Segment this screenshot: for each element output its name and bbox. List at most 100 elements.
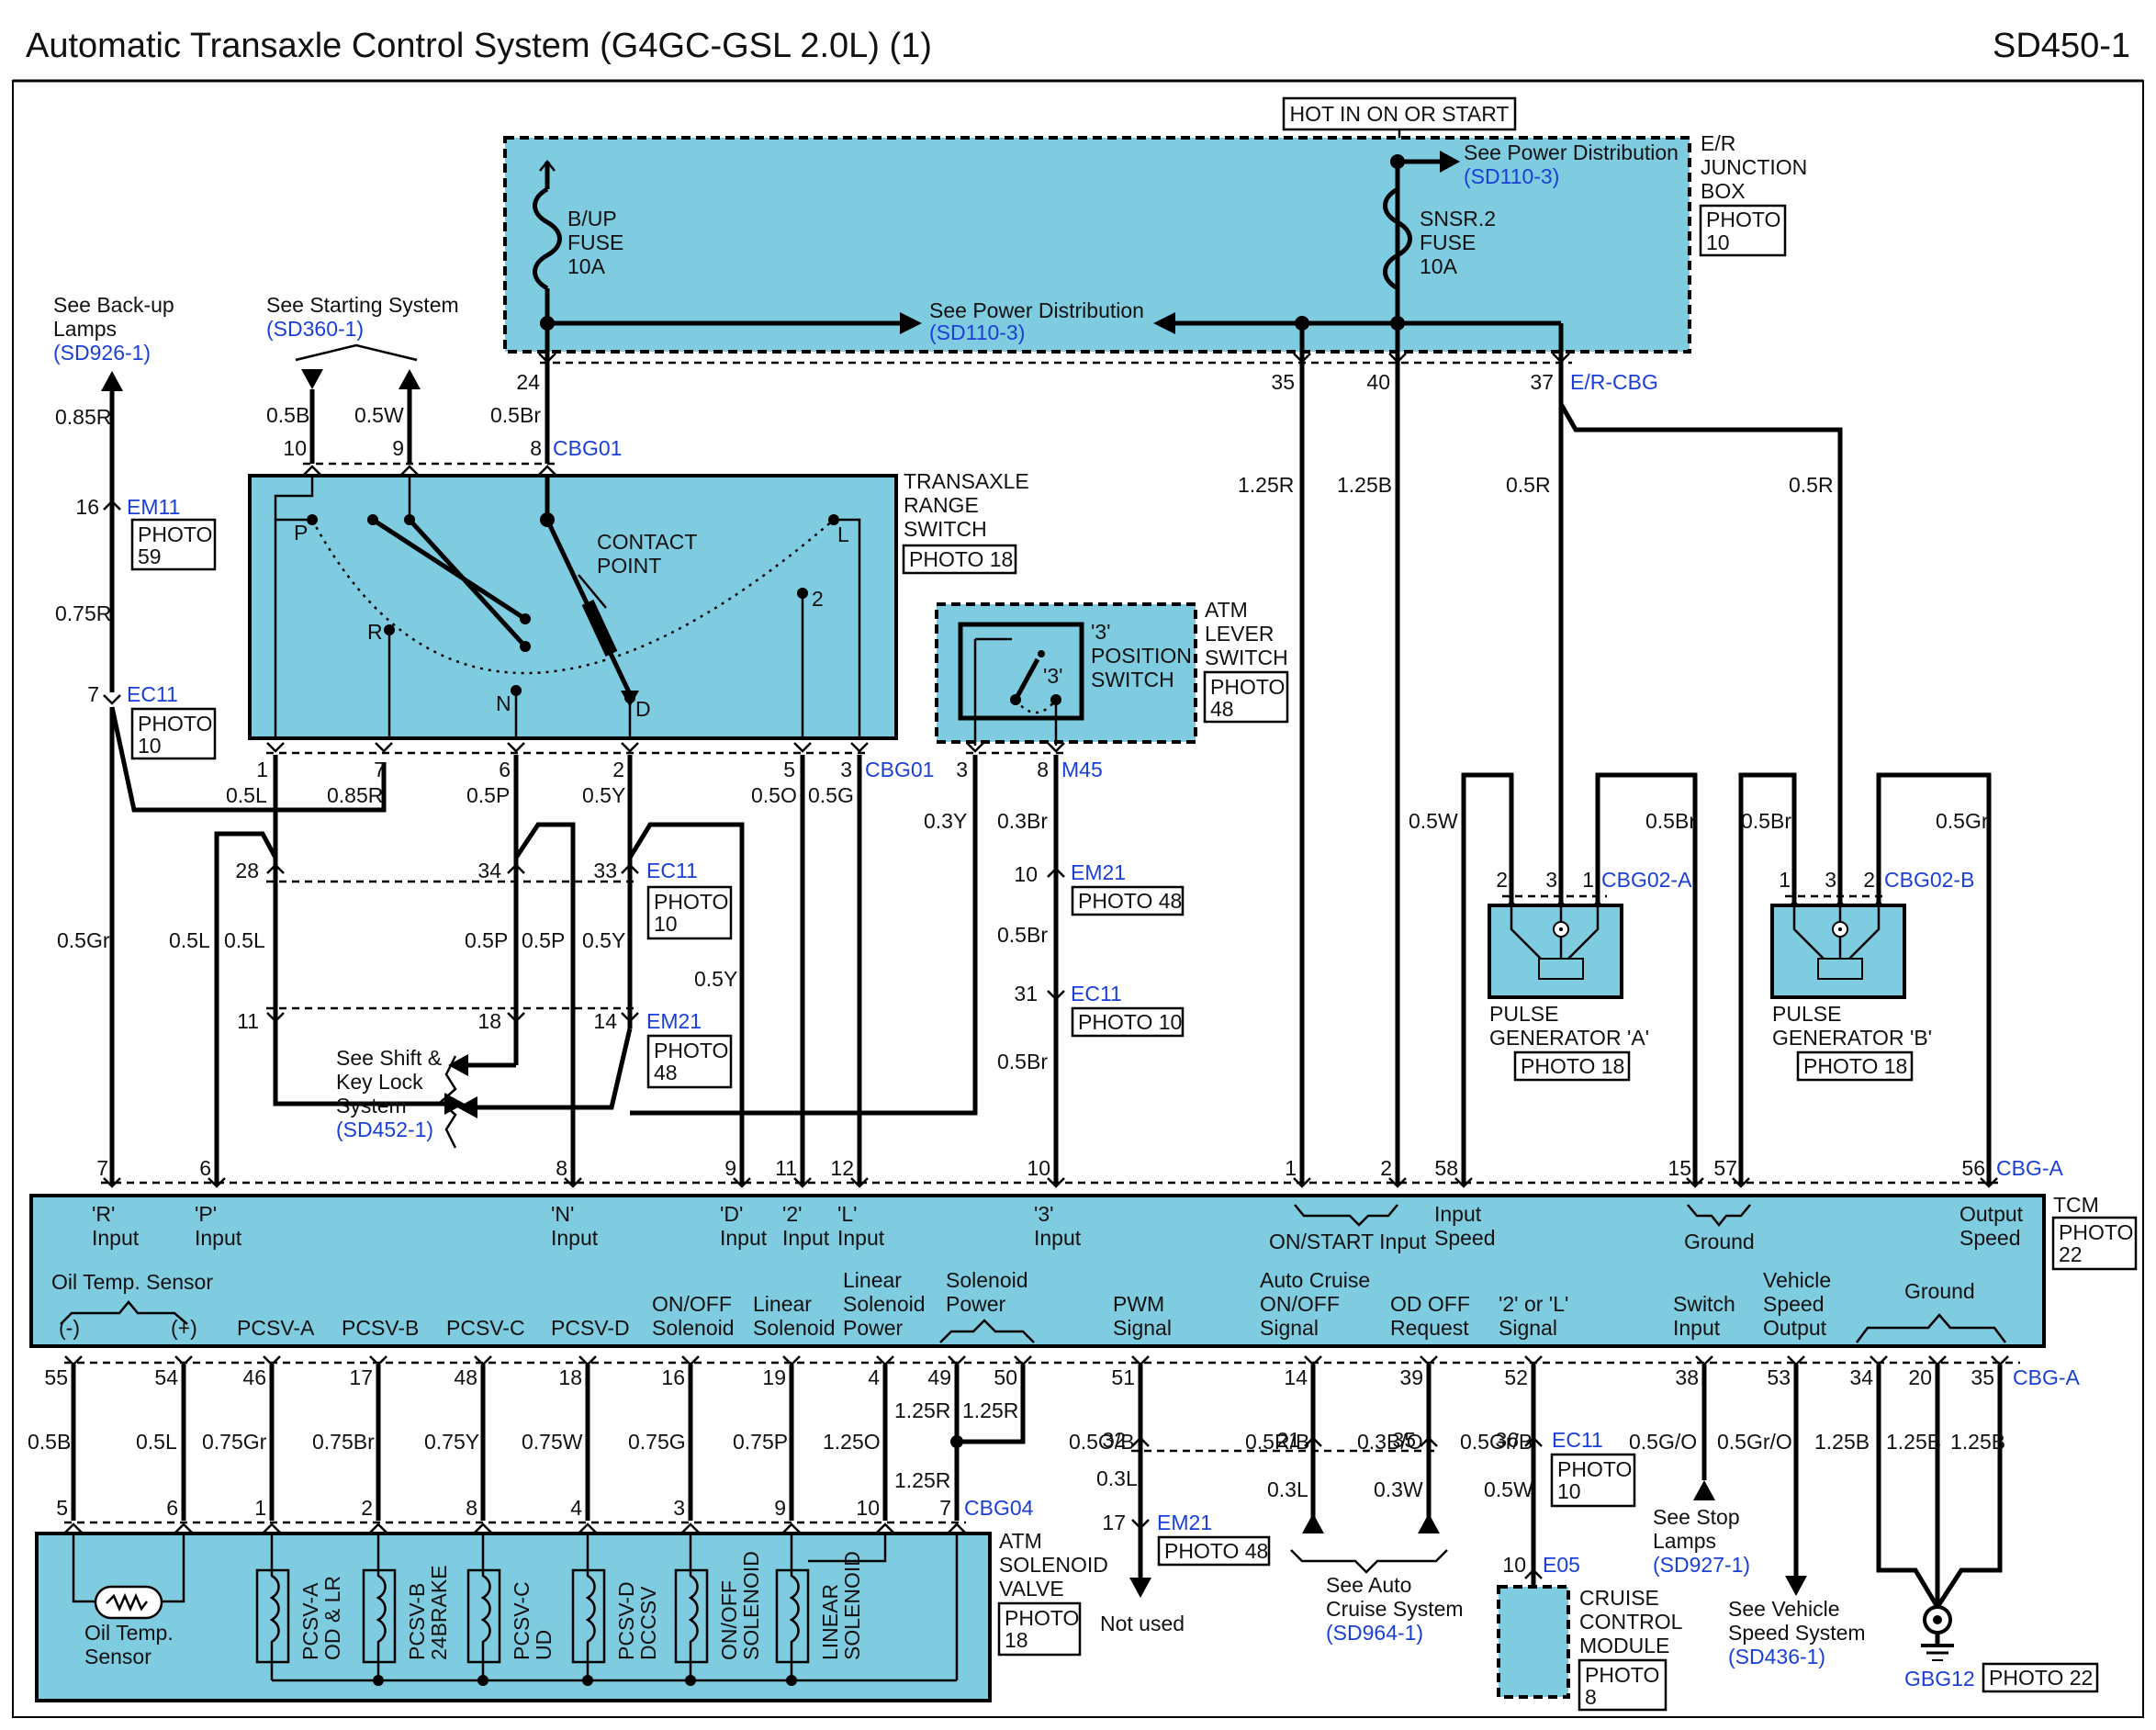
shift-lock-line2: Key Lock — [336, 1070, 423, 1094]
tcm-vss-2: Speed — [1763, 1292, 1825, 1316]
connector-er-cbg[interactable]: E/R-CBG — [1570, 370, 1658, 394]
connector-cbg04[interactable]: CBG04 — [964, 1496, 1034, 1520]
pgb-photo: PHOTO 18 — [1803, 1054, 1907, 1078]
wire-085R-b: 0.85R — [327, 783, 383, 807]
see-starting-system[interactable]: See Starting System — [266, 293, 459, 317]
tcm-pin-38: 38 — [1675, 1365, 1699, 1389]
lever-photo-1: PHOTO — [1210, 675, 1285, 699]
jb-pin-row: 24 35 40 37 E/R-CBG — [516, 352, 1658, 394]
tcm-pin-2: 2 — [1380, 1156, 1392, 1180]
coil-pcsv-a: PCSV-A OD & LR — [255, 1532, 344, 1680]
tcm-pwm-2: Signal — [1113, 1316, 1172, 1340]
connector-em21-bottom[interactable]: EM21 — [1157, 1511, 1212, 1534]
connector-cbg02-b[interactable]: CBG02-B — [1884, 868, 1974, 892]
connector-ec11-left[interactable]: EC11 — [127, 682, 178, 706]
coil-a-line2: OD & LR — [320, 1576, 344, 1660]
pga-pin-3: 3 — [1545, 868, 1557, 892]
tcm-pin-16: 16 — [661, 1365, 685, 1389]
coil-pcsv-b: PCSV-B 24BRAKE — [362, 1532, 451, 1680]
bwire-075W: 0.75W — [522, 1430, 583, 1454]
tcm-pin-49: 49 — [927, 1365, 951, 1389]
wire-05R-b: 0.5R — [1789, 473, 1834, 497]
connector-em11[interactable]: EM11 — [127, 495, 180, 519]
tcm-2-label: '2' — [782, 1202, 803, 1226]
lever-pos-2: POSITION — [1091, 644, 1192, 668]
tcm-pin-56: 56 — [1961, 1156, 1985, 1180]
wire-05L-a: 0.5L — [226, 783, 267, 807]
connector-cbg-a-top[interactable]: CBG-A — [1996, 1156, 2064, 1180]
tcm-2-input: Input — [782, 1226, 830, 1250]
tcm-sig2l-2: Signal — [1499, 1316, 1557, 1340]
em11-pin: 16 — [75, 495, 99, 519]
ref-sd110-3-top[interactable]: (SD110-3) — [1464, 164, 1559, 188]
ref-sd360-1[interactable]: (SD360-1) — [266, 317, 364, 341]
bwire-125R-c: 1.25R — [894, 1468, 950, 1492]
connector-cbg-a-bottom[interactable]: CBG-A — [2013, 1365, 2081, 1389]
em21-right-photo: PHOTO 48 — [1078, 889, 1182, 913]
wire-05L-b: 0.5L — [169, 928, 210, 952]
tcm-sig2l-1: '2' or 'L' — [1499, 1292, 1568, 1316]
bwire-03L-b: 0.3L — [1267, 1477, 1308, 1501]
auto-cruise-line1: See Auto — [1326, 1573, 1411, 1597]
wire-05P-c: 0.5P — [522, 928, 565, 952]
ref-sd926-1[interactable]: (SD926-1) — [53, 341, 151, 365]
wire-03Y: 0.3Y — [924, 809, 967, 833]
connector-ec11-mid[interactable]: EC11 — [646, 859, 698, 882]
tcm-bottom-pins: 55 54 46 17 48 18 16 19 4 49 50 51 14 39… — [44, 1354, 2081, 1389]
ref-sd452-1[interactable]: (SD452-1) — [336, 1118, 433, 1141]
connector-m45[interactable]: M45 — [1061, 758, 1103, 781]
tcm-R-input: Input — [92, 1226, 140, 1250]
connector-cbg02-a[interactable]: CBG02-A — [1601, 868, 1692, 892]
jb-pin-40: 40 — [1366, 370, 1390, 394]
wire-05Gr-pg: 0.5Gr — [1936, 809, 1989, 833]
coil-b-line2: 24BRAKE — [427, 1565, 451, 1660]
tcm-pin-4: 4 — [868, 1365, 880, 1389]
connector-cbg01-top[interactable]: CBG01 — [553, 436, 622, 460]
connector-cbg01-bottom[interactable]: CBG01 — [865, 758, 934, 781]
connector-e05[interactable]: E05 — [1543, 1553, 1580, 1577]
tcm-pcsv-b: PCSV-B — [342, 1316, 419, 1340]
vss-line1: See Vehicle — [1728, 1597, 1839, 1621]
ref-sd436-1[interactable]: (SD436-1) — [1728, 1645, 1825, 1668]
shift-lock-line1: See Shift & — [336, 1046, 442, 1070]
bwire-125R-b: 1.25R — [962, 1399, 1018, 1422]
page-code: SD450-1 — [1993, 27, 2130, 65]
ref-sd964-1[interactable]: (SD964-1) — [1326, 1621, 1423, 1645]
hot-label: HOT IN ON OR START — [1290, 102, 1510, 126]
see-power-distribution-top[interactable]: See Power Distribution — [1464, 140, 1679, 164]
tcm-linear-1: Linear — [753, 1292, 812, 1316]
tcm-pcsv-c: PCSV-C — [446, 1316, 525, 1340]
bwire-03W: 0.3W — [1374, 1477, 1423, 1501]
connector-ec11-bottom[interactable]: EC11 — [1552, 1428, 1603, 1452]
tcm-photo-2: 22 — [2059, 1242, 2083, 1266]
ref-sd927-1[interactable]: (SD927-1) — [1653, 1553, 1750, 1577]
tcm-D-label: 'D' — [720, 1202, 743, 1226]
ground-gbg12[interactable]: GBG12 — [1904, 1667, 1975, 1691]
wire-05Gr: 0.5Gr — [57, 928, 110, 952]
trs-photo: PHOTO 18 — [909, 547, 1013, 571]
em21-right-pin: 10 — [1014, 862, 1038, 886]
connector-em21-right[interactable]: EM21 — [1071, 860, 1126, 884]
coil-onoff: ON/OFF SOLENOID — [674, 1532, 763, 1680]
tcm-photo-1: PHOTO — [2059, 1220, 2133, 1244]
em21-mid-photo-2: 48 — [654, 1061, 678, 1084]
auto-cruise-line2: Cruise System — [1326, 1597, 1464, 1621]
tcm-pin-11: 11 — [775, 1156, 797, 1180]
tcm-switch-2: Input — [1673, 1316, 1721, 1340]
em21-b-photo: PHOTO 48 — [1164, 1539, 1268, 1563]
wire-05Y-b: 0.5Y — [582, 928, 625, 952]
coil-linear-line1: LINEAR — [818, 1584, 842, 1660]
connector-em21-mid[interactable]: EM21 — [646, 1009, 702, 1033]
coil-onoff-line1: ON/OFF — [717, 1580, 741, 1660]
tcm-top-pins: 7 6 8 9 11 12 10 1 2 58 15 57 56 CBG-A — [96, 1156, 2064, 1188]
wire-05Y-c: 0.5Y — [694, 967, 737, 991]
connector-ec11-right[interactable]: EC11 — [1071, 982, 1122, 1005]
jb-pin-37: 37 — [1530, 370, 1554, 394]
tcm-3-input: Input — [1034, 1226, 1082, 1250]
valve-pin-3: 3 — [673, 1496, 685, 1520]
ref-sd110-3-mid[interactable]: (SD110-3) — [929, 320, 1025, 344]
ccm-line1: CRUISE — [1579, 1586, 1659, 1610]
trs-pin-10: 10 — [283, 436, 307, 460]
tcm-D-input: Input — [720, 1226, 768, 1250]
see-power-distribution-mid[interactable]: See Power Distribution — [929, 298, 1144, 322]
